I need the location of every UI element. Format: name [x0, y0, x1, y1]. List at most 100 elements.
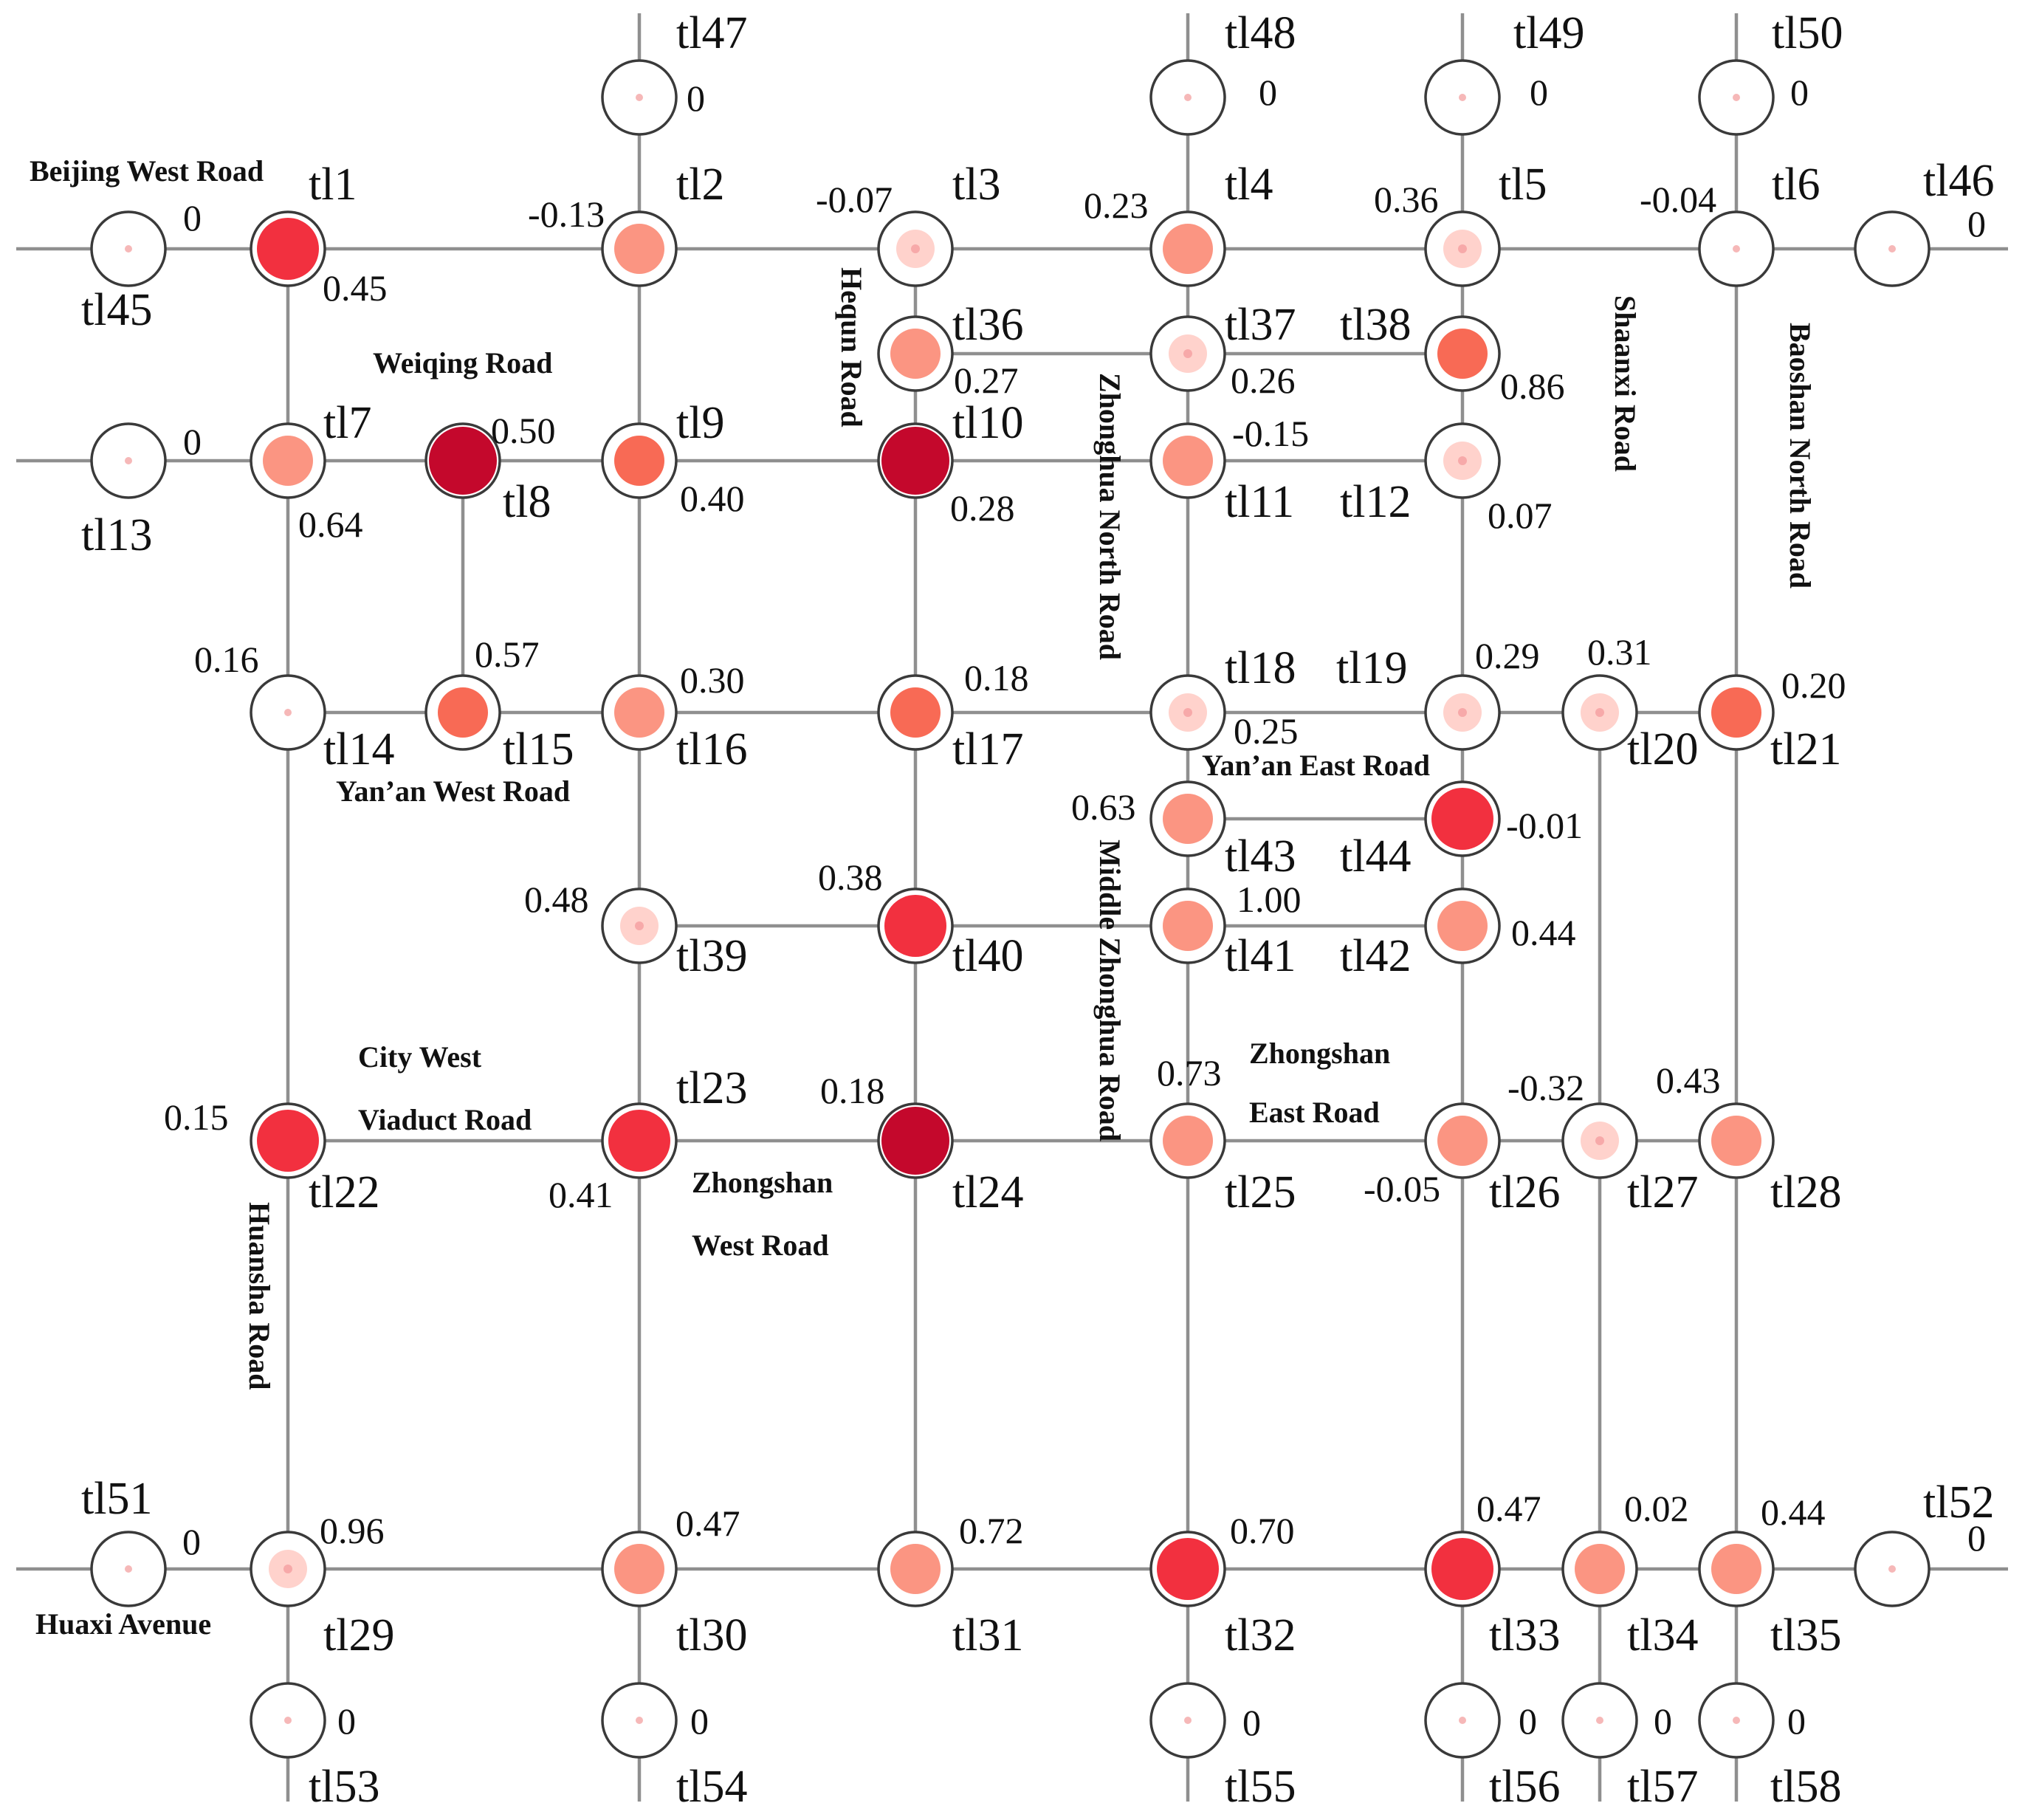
node-tl16[interactable]	[601, 674, 678, 751]
node-tl6[interactable]	[1698, 210, 1775, 287]
node-tl9[interactable]	[601, 422, 678, 499]
node-fill-tl49	[1459, 94, 1466, 101]
node-tl39[interactable]	[601, 887, 678, 964]
road-name-middle-zhonghua: Middle Zhonghua Road	[1093, 839, 1127, 1141]
node-tl42[interactable]	[1424, 887, 1501, 964]
node-tl47[interactable]	[601, 59, 678, 136]
node-tl29[interactable]	[250, 1531, 326, 1607]
node-tl41[interactable]	[1149, 887, 1226, 964]
node-fill-tl21	[1711, 687, 1761, 738]
node-tl8[interactable]	[424, 422, 501, 499]
node-tl55[interactable]	[1149, 1682, 1226, 1759]
node-label-tl49: tl49	[1513, 8, 1584, 58]
node-fill-tl40	[884, 895, 946, 957]
node-tl11[interactable]	[1149, 422, 1226, 499]
node-tl36[interactable]	[877, 315, 954, 392]
node-value-tl28: 0.43	[1656, 1060, 1721, 1101]
node-label-tl38: tl38	[1340, 300, 1411, 350]
node-tl28[interactable]	[1698, 1102, 1775, 1179]
node-label-tl20: tl20	[1627, 724, 1698, 775]
node-tl54[interactable]	[601, 1682, 678, 1759]
node-core-tl20	[1595, 708, 1604, 717]
node-tl50[interactable]	[1698, 59, 1775, 136]
node-label-tl26: tl26	[1489, 1167, 1560, 1218]
node-tl3[interactable]	[877, 210, 954, 287]
node-value-tl2: -0.13	[528, 193, 605, 235]
node-tl12[interactable]	[1424, 422, 1501, 499]
node-value-tl7: 0.64	[298, 504, 363, 545]
node-value-tl8: 0.50	[491, 410, 556, 451]
node-tl2[interactable]	[601, 210, 678, 287]
node-value-tl25: 0.73	[1157, 1052, 1222, 1093]
node-tl19[interactable]	[1424, 674, 1501, 751]
node-label-tl45: tl45	[81, 285, 152, 335]
node-tl23[interactable]	[601, 1102, 678, 1179]
node-label-tl36: tl36	[952, 300, 1023, 350]
node-tl5[interactable]	[1424, 210, 1501, 287]
node-label-tl5: tl5	[1499, 159, 1547, 210]
node-tl53[interactable]	[250, 1682, 326, 1759]
node-label-tl12: tl12	[1340, 477, 1411, 527]
node-label-tl56: tl56	[1489, 1762, 1560, 1812]
node-tl31[interactable]	[877, 1531, 954, 1607]
node-tl33[interactable]	[1424, 1531, 1501, 1607]
node-fill-tl46	[1888, 245, 1896, 253]
node-tl14[interactable]	[250, 674, 326, 751]
road-name-line: Baoshan North Road	[1784, 323, 1817, 588]
road-name-line: Beijing West Road	[30, 154, 264, 188]
node-value-tl39: 0.48	[524, 879, 589, 920]
node-value-tl37: 0.26	[1231, 360, 1296, 401]
node-fill-tl15	[438, 687, 488, 738]
node-core-tl29	[283, 1565, 292, 1573]
node-tl25[interactable]	[1149, 1102, 1226, 1179]
node-fill-tl16	[614, 687, 664, 738]
node-tl21[interactable]	[1698, 674, 1775, 751]
node-tl34[interactable]	[1561, 1531, 1638, 1607]
node-tl40[interactable]	[877, 887, 954, 964]
node-label-tl1: tl1	[309, 159, 357, 210]
node-tl30[interactable]	[601, 1531, 678, 1607]
node-value-tl32: 0.70	[1230, 1510, 1295, 1551]
node-label-tl11: tl11	[1225, 477, 1294, 527]
node-tl22[interactable]	[250, 1102, 326, 1179]
node-tl26[interactable]	[1424, 1102, 1501, 1179]
node-fill-tl53	[284, 1717, 292, 1724]
node-tl32[interactable]	[1149, 1531, 1226, 1607]
road-name-line: Zhonghua North Road	[1093, 373, 1127, 660]
node-tl15[interactable]	[424, 674, 501, 751]
node-tl51[interactable]	[90, 1531, 167, 1607]
node-label-tl21: tl21	[1770, 724, 1841, 775]
node-tl35[interactable]	[1698, 1531, 1775, 1607]
node-tl57[interactable]	[1561, 1682, 1638, 1759]
node-fill-tl22	[257, 1110, 319, 1172]
node-tl37[interactable]	[1149, 315, 1226, 392]
node-tl20[interactable]	[1561, 674, 1638, 751]
node-tl43[interactable]	[1149, 780, 1226, 857]
node-tl13[interactable]	[90, 422, 167, 499]
node-tl52[interactable]	[1854, 1531, 1931, 1607]
node-fill-tl17	[890, 687, 941, 738]
node-tl46[interactable]	[1854, 210, 1931, 287]
node-tl48[interactable]	[1149, 59, 1226, 136]
node-label-tl4: tl4	[1225, 159, 1273, 210]
node-tl24[interactable]	[877, 1102, 954, 1179]
node-fill-tl30	[614, 1544, 664, 1594]
node-tl58[interactable]	[1698, 1682, 1775, 1759]
node-tl38[interactable]	[1424, 315, 1501, 392]
node-tl17[interactable]	[877, 674, 954, 751]
node-tl44[interactable]	[1424, 780, 1501, 857]
node-tl49[interactable]	[1424, 59, 1501, 136]
node-tl4[interactable]	[1149, 210, 1226, 287]
node-tl1[interactable]	[250, 210, 326, 287]
node-fill-tl25	[1163, 1116, 1213, 1166]
node-value-tl35: 0.44	[1761, 1491, 1826, 1533]
node-tl27[interactable]	[1561, 1102, 1638, 1179]
road-name-line: Huaxi Avenue	[35, 1607, 211, 1641]
node-tl56[interactable]	[1424, 1682, 1501, 1759]
node-tl45[interactable]	[90, 210, 167, 287]
node-tl10[interactable]	[877, 422, 954, 499]
node-label-tl31: tl31	[952, 1610, 1023, 1661]
node-tl7[interactable]	[250, 422, 326, 499]
node-tl18[interactable]	[1149, 674, 1226, 751]
